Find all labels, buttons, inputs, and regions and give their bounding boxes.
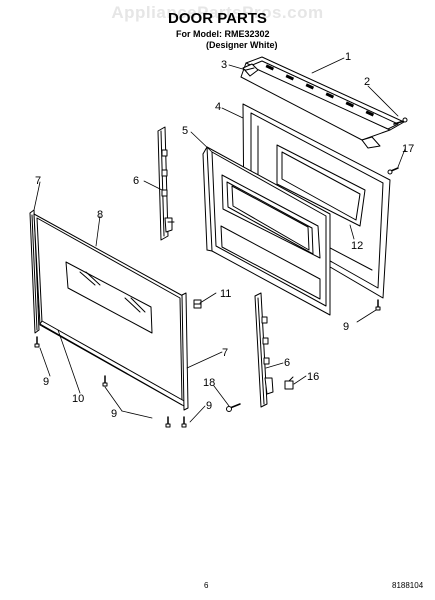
part-hinge-channel-right [254,292,274,408]
part-screw-9-bottom-2 [165,416,171,428]
callout-9-right: 9 [206,400,212,412]
part-outer-door-panel [33,213,186,407]
part-18-screw [226,403,241,412]
callout-4: 4 [215,101,221,113]
part-screw-9-upper [375,299,381,311]
callout-18: 18 [203,377,215,389]
callout-6-upper: 6 [133,175,139,187]
callout-9-left: 9 [43,376,49,388]
part-16-bracket [284,376,294,390]
part-17-screw [387,167,399,175]
document-number: 8188104 [392,581,424,590]
callout-2: 2 [364,76,370,88]
part-11-bracket [193,299,202,309]
leader-lines [33,57,406,423]
page-number: 6 [204,581,209,590]
color-line: (Designer White) [206,40,278,50]
callout-3: 3 [221,59,227,71]
watermark: AppliancePartsPros.com [111,3,324,22]
callout-12: 12 [351,240,363,252]
callout-7-right: 7 [222,347,228,359]
part-screw-2 [393,117,408,125]
part-side-trim-left [29,209,40,334]
callout-5: 5 [182,125,188,137]
model-line: For Model: RME32302 [176,29,270,39]
callout-17: 17 [402,143,414,155]
part-hinge-channel-left [157,126,175,241]
part-side-trim-right [181,292,189,411]
part-clip [242,63,259,77]
callout-10: 10 [72,393,84,405]
callout-7-left: 7 [35,175,41,187]
callout-11: 11 [220,288,231,300]
part-screw-9-right [181,416,187,428]
callout-9-bottom: 9 [111,408,117,420]
part-screw-9-bottom [102,375,108,387]
callout-16: 16 [307,371,319,383]
part-door-liner [202,146,331,316]
callout-1: 1 [345,51,351,63]
callout-8: 8 [97,209,103,221]
page-title: DOOR PARTS [168,10,267,27]
callout-6-lower: 6 [284,357,290,369]
part-vent-trim [240,56,405,149]
part-screw-9-left [34,336,40,348]
callout-9-upper: 9 [343,321,349,333]
